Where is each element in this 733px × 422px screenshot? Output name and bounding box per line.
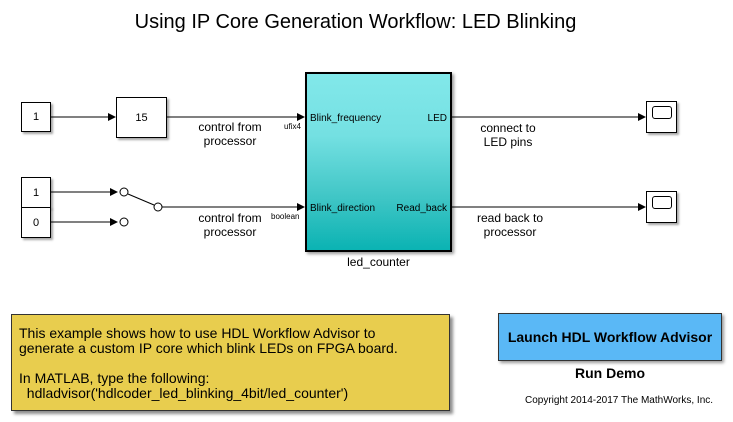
gain-value: 15 (135, 111, 148, 124)
input-port-blink-direction: Blink_direction (310, 203, 376, 214)
switch-contact-1 (119, 187, 129, 197)
subsystem-name: led_counter (347, 255, 410, 269)
constant-block-1[interactable]: 1 (21, 177, 51, 208)
signal-label-readback: read back to processor (476, 211, 544, 239)
description-note: This example shows how to use HDL Workfl… (11, 314, 450, 411)
output-port-led: LED (427, 113, 447, 124)
gain-block[interactable]: 15 (116, 97, 167, 138)
copyright-text: Copyright 2014-2017 The MathWorks, Inc. (524, 395, 714, 406)
scope-block-readback[interactable] (646, 191, 677, 223)
dtype-label-direction: boolean (271, 212, 300, 221)
scope-icon (652, 106, 672, 119)
run-demo-label: Run Demo (575, 365, 645, 381)
note-spacer (19, 356, 442, 371)
constant-value: 1 (32, 111, 40, 123)
constant-block-frequency[interactable]: 1 (21, 102, 51, 132)
model-title: Using IP Core Generation Workflow: LED B… (134, 11, 577, 33)
scope-icon (652, 196, 672, 209)
note-line: This example shows how to use HDL Workfl… (19, 325, 376, 341)
note-line: generate a custom IP core which blink LE… (19, 340, 398, 356)
constant-block-0[interactable]: 0 (21, 207, 51, 238)
switch-pivot (153, 202, 163, 212)
note-line: In MATLAB, type the following: (19, 370, 210, 386)
note-command: hdladvisor('hdlcoder_led_blinking_4bit/l… (19, 385, 349, 401)
switch-contact-0 (119, 217, 129, 227)
constant-value: 0 (32, 216, 40, 229)
led-counter-subsystem[interactable]: Blink_frequency Blink_direction LED Read… (305, 72, 452, 252)
signal-label-led: connect to LED pins (480, 121, 536, 149)
scope-block-led[interactable] (646, 101, 677, 133)
constant-value: 1 (32, 186, 40, 199)
signal-label-frequency: control from processor (198, 120, 262, 148)
switch-lever (127, 193, 155, 206)
signal-label-direction: control from processor (198, 211, 262, 239)
dtype-label-frequency: ufix4 (284, 122, 301, 131)
input-port-blink-frequency: Blink_frequency (310, 113, 382, 124)
output-port-read-back: Read_back (396, 203, 447, 214)
launch-hdl-workflow-advisor-button[interactable]: Launch HDL Workflow Advisor (498, 313, 722, 361)
